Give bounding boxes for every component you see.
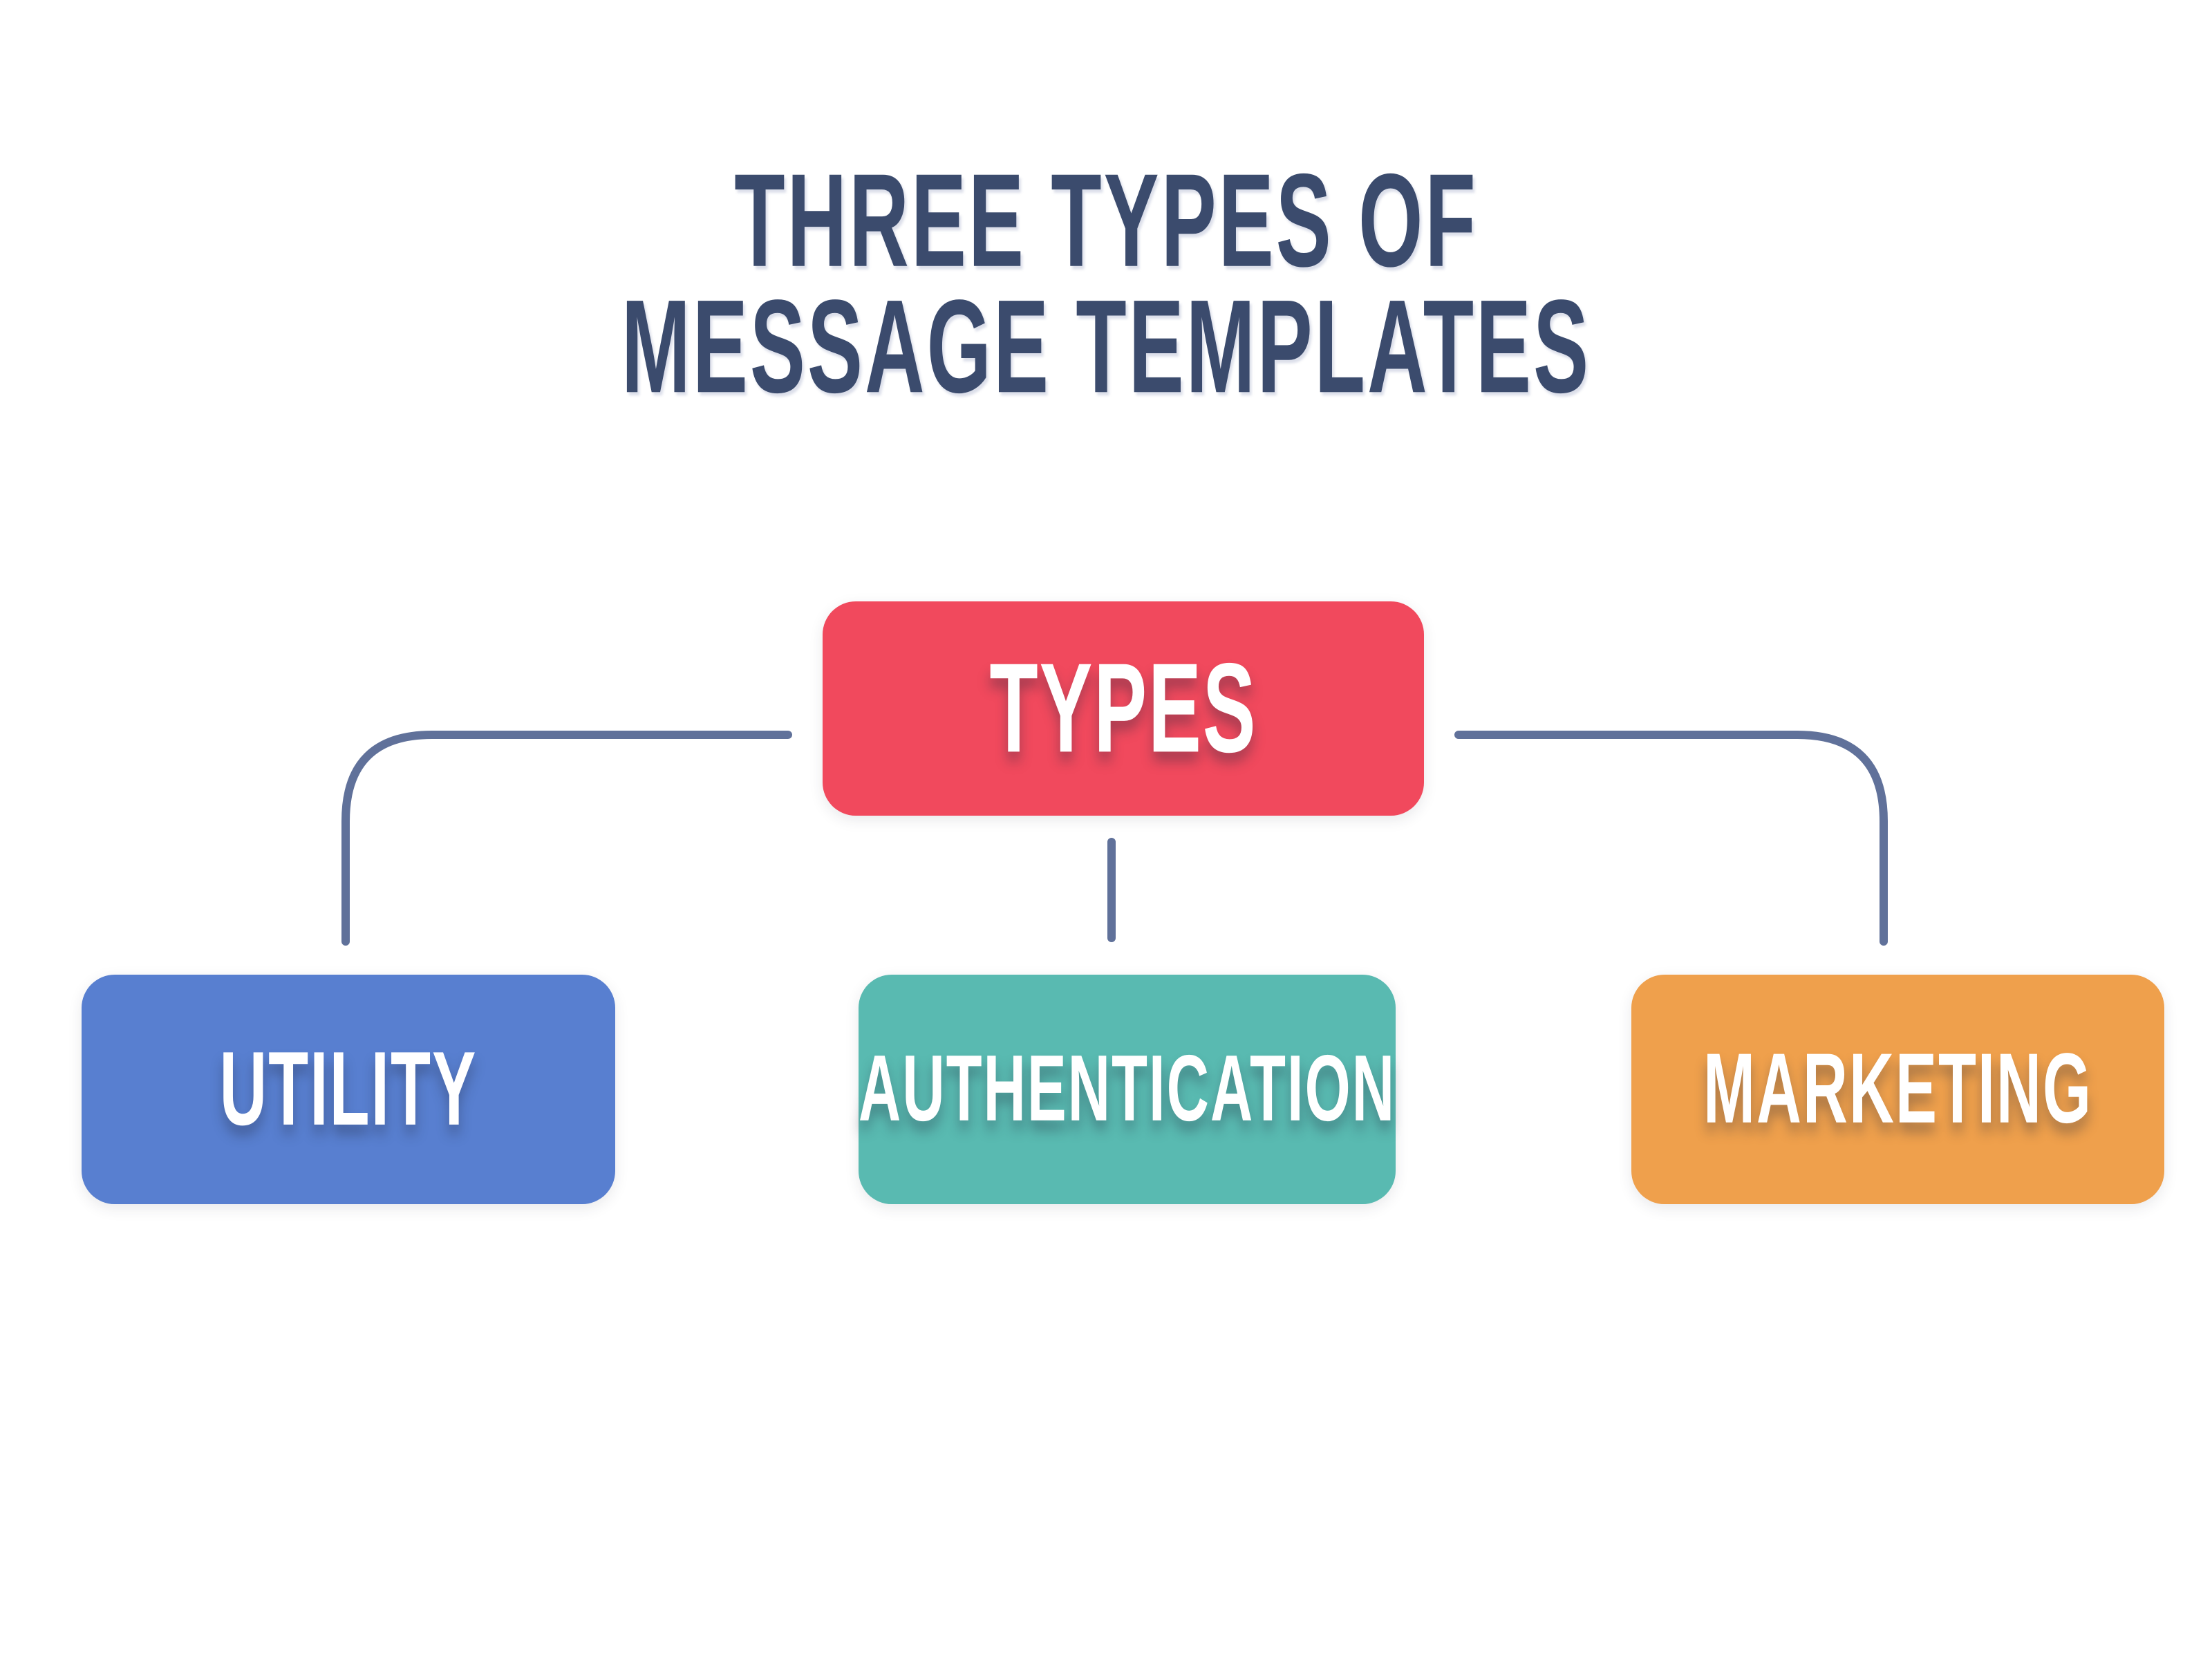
types-node-label: TYPES (989, 637, 1257, 780)
types-node: TYPES (823, 601, 1424, 816)
marketing-node: MARKETING (1631, 975, 2164, 1204)
connector-right (1454, 731, 1888, 946)
page-title-line-1: THREE TYPES OF (734, 147, 1478, 295)
authentication-node-label: AUTHENTICATION (858, 1036, 1396, 1142)
page-title: THREE TYPES OF MESSAGE TEMPLATES (0, 147, 2212, 421)
marketing-node-label: MARKETING (1703, 1033, 2092, 1145)
utility-node: UTILITY (82, 975, 615, 1204)
page-title-line-2: MESSAGE TEMPLATES (621, 272, 1591, 421)
authentication-node: AUTHENTICATION (859, 975, 1396, 1204)
utility-node-label: UTILITY (219, 1030, 478, 1147)
connector-left (341, 731, 792, 946)
